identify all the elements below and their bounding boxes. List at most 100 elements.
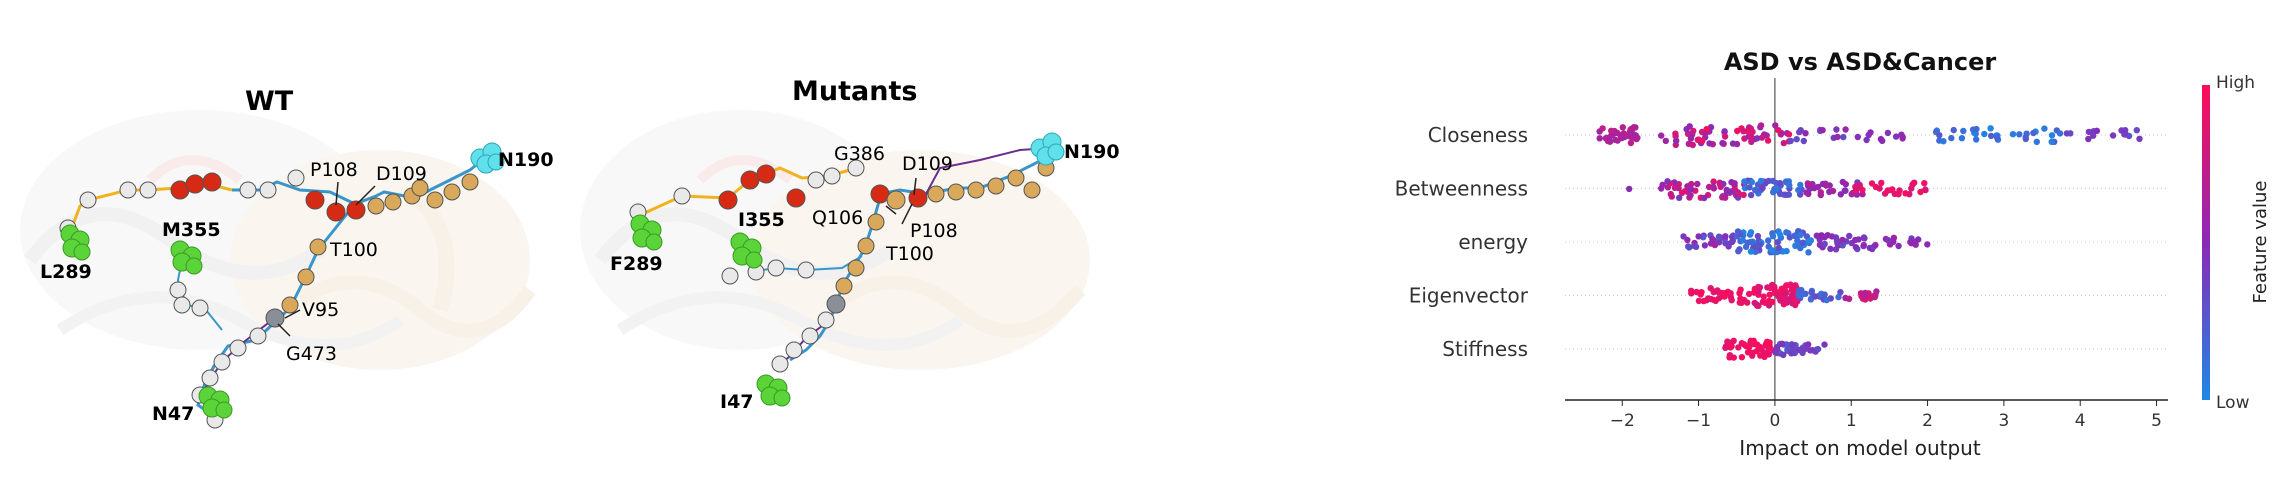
data-point [1736, 246, 1743, 253]
data-point [1759, 184, 1766, 192]
data-point [1842, 181, 1849, 188]
data-point [1805, 341, 1812, 348]
data-point [1859, 186, 1866, 194]
data-point [1700, 297, 1707, 305]
data-point [1789, 341, 1796, 348]
feature-label: Betweenness [1395, 177, 1528, 201]
data-point [1854, 133, 1861, 141]
data-point [1731, 180, 1738, 187]
cyan-blob-n190 [1030, 132, 1065, 166]
data-point [1719, 139, 1726, 147]
data-point [1626, 130, 1634, 138]
data-point [1740, 128, 1747, 135]
node [801, 327, 819, 345]
data-point [1877, 135, 1885, 143]
leader-lines [885, 177, 917, 225]
data-point [1614, 137, 1621, 144]
feature-labels: ClosenessBetweennessenergyEigenvectorSti… [1395, 123, 1529, 361]
data-point [2085, 135, 2092, 143]
data-point [1814, 345, 1822, 353]
data-point [1747, 125, 1755, 132]
residue-label-p108: P108 [910, 220, 958, 242]
data-point [1852, 236, 1859, 244]
data-point [1797, 244, 1804, 252]
data-point [1768, 246, 1775, 254]
x-tick-label: 5 [2151, 411, 2162, 431]
data-point [1884, 129, 1892, 137]
data-point [1658, 132, 1665, 139]
data-point [1765, 237, 1772, 244]
residue-label-i47: I47 [720, 391, 754, 413]
data-point [1721, 128, 1728, 135]
residue-label-g473: G473 [286, 343, 337, 365]
data-point [1829, 187, 1837, 195]
data-point [2030, 129, 2037, 137]
panel-title-wt: WT [245, 86, 294, 117]
data-point [1791, 232, 1798, 239]
panel-title-mutants: Mutants [792, 76, 917, 107]
data-point [1778, 340, 1786, 347]
data-point [1695, 297, 1703, 305]
row-guides [1565, 134, 2168, 350]
data-point [1867, 295, 1874, 302]
node [213, 353, 231, 371]
data-point [2048, 138, 2055, 145]
data-point [1814, 183, 1822, 191]
data-point [1726, 352, 1734, 359]
data-point [1948, 134, 1955, 142]
data-point [1630, 124, 1638, 131]
data-point [1728, 343, 1735, 350]
data-point [1675, 184, 1682, 192]
x-tick-label: −1 [1686, 411, 1711, 431]
data-point [1746, 184, 1753, 191]
node [847, 259, 865, 277]
data-point [1722, 233, 1729, 240]
data-point [1833, 126, 1840, 133]
data-point [1744, 239, 1751, 246]
data-point [1823, 182, 1830, 189]
data-point [2085, 128, 2093, 136]
node [346, 200, 366, 220]
data-point [1697, 291, 1704, 298]
data-point [1924, 241, 1931, 248]
data-point [1792, 282, 1799, 289]
data-point [1721, 133, 1729, 140]
data-point [1672, 132, 1679, 140]
node [886, 190, 906, 210]
data-point [1921, 180, 1928, 187]
data-point [1722, 344, 1729, 351]
data-point [1730, 337, 1737, 344]
data-point [1884, 237, 1892, 244]
x-tick-label: 0 [1769, 411, 1780, 431]
data-point [1715, 233, 1723, 240]
node [411, 179, 429, 197]
data-point [1706, 140, 1713, 147]
data-point [1797, 181, 1804, 189]
node [718, 190, 738, 210]
residue-label-t100: T100 [329, 239, 378, 261]
data-point [1906, 191, 1913, 198]
data-point [1958, 135, 1966, 142]
data-point [1777, 297, 1784, 304]
data-point [1717, 183, 1724, 190]
node [249, 327, 267, 345]
data-point [1781, 291, 1789, 298]
node [785, 341, 803, 359]
data-point [1816, 241, 1824, 249]
data-point [1812, 293, 1819, 300]
node [817, 311, 835, 329]
node [297, 268, 315, 286]
data-point [1987, 125, 1994, 132]
data-point [1848, 191, 1855, 198]
node [443, 183, 461, 201]
data-point [1626, 185, 1633, 193]
data-point [1777, 231, 1784, 239]
data-point [1735, 190, 1743, 198]
data-point [1658, 185, 1665, 192]
data-point [2022, 135, 2029, 143]
node [786, 188, 806, 208]
data-point [1757, 241, 1764, 248]
data-point [1852, 183, 1859, 191]
node [756, 164, 776, 184]
